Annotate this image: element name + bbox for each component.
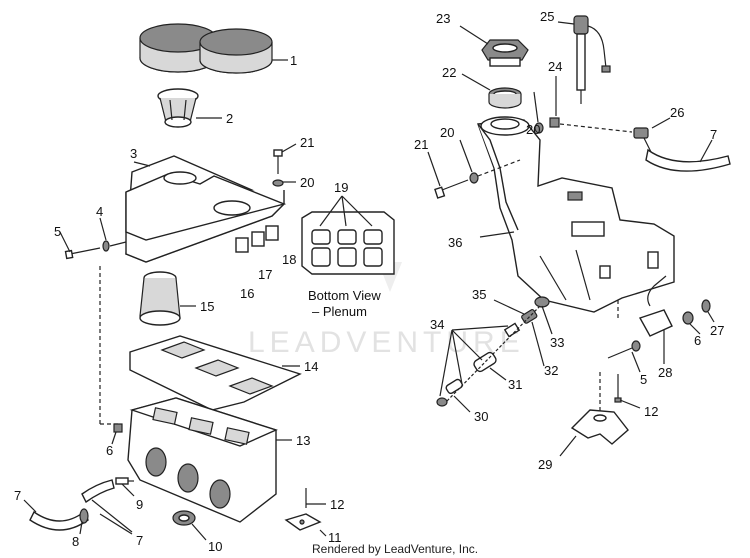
callout-2: 2 bbox=[226, 111, 233, 126]
intake-boot bbox=[157, 88, 199, 128]
callout-12-right: 12 bbox=[644, 404, 658, 419]
washer-4-left bbox=[99, 217, 110, 252]
drain-fitting bbox=[115, 477, 135, 497]
callout-32: 32 bbox=[544, 363, 558, 378]
bolt-5-right bbox=[607, 340, 641, 373]
washer-20-right bbox=[459, 139, 479, 184]
callout-7-right: 7 bbox=[710, 127, 717, 142]
washer-27 bbox=[701, 299, 715, 323]
callout-31: 31 bbox=[508, 377, 522, 392]
callout-21-right: 21 bbox=[414, 137, 428, 152]
callout-8: 8 bbox=[72, 534, 79, 549]
nut-24 bbox=[549, 76, 560, 128]
callout-6-right: 6 bbox=[694, 333, 701, 348]
fuel-outlet-fitting bbox=[534, 296, 553, 335]
fuel-cap bbox=[459, 25, 529, 67]
vent-hose bbox=[645, 139, 731, 172]
drain-hose bbox=[23, 479, 133, 535]
fuel-line-nut bbox=[503, 322, 521, 338]
callout-5-right: 5 bbox=[640, 372, 647, 387]
callout-7b: 7 bbox=[136, 533, 143, 548]
callout-4: 4 bbox=[96, 204, 103, 219]
tank-mount-bracket bbox=[559, 409, 629, 457]
callout-14: 14 bbox=[304, 359, 318, 374]
callout-20-right-top: 20 bbox=[526, 122, 540, 137]
watermark: LEADVENTURE bbox=[248, 326, 525, 359]
callout-25: 25 bbox=[540, 9, 554, 24]
callout-33: 33 bbox=[550, 335, 564, 350]
plenum-box bbox=[127, 397, 278, 523]
vent-fitting bbox=[633, 117, 671, 155]
bolt-5-left bbox=[59, 231, 101, 260]
callout-34: 34 bbox=[430, 317, 444, 332]
callout-11: 11 bbox=[328, 530, 342, 545]
clip-6-left bbox=[111, 423, 123, 445]
fuel-gauge-sender bbox=[557, 15, 611, 104]
air-filter-foam bbox=[139, 23, 273, 74]
callout-23: 23 bbox=[436, 11, 450, 26]
pump-grommet-6 bbox=[682, 311, 701, 335]
callout-20-right: 20 bbox=[440, 125, 454, 140]
tank-bolt-12 bbox=[614, 374, 641, 409]
inset-caption-line2: – Plenum bbox=[312, 304, 367, 319]
callout-15: 15 bbox=[200, 299, 214, 314]
callout-26: 26 bbox=[670, 105, 684, 120]
bolt-21-right bbox=[427, 151, 469, 199]
grommet bbox=[172, 510, 207, 541]
plenum-gasket bbox=[129, 335, 302, 411]
callout-20: 20 bbox=[300, 175, 314, 190]
washer-20-left bbox=[272, 179, 296, 187]
cap-ring bbox=[461, 73, 522, 109]
render-credit: Rendered by LeadVenture, Inc. bbox=[312, 542, 478, 556]
inset-caption-line1: Bottom View bbox=[308, 288, 381, 303]
air-box-lid bbox=[125, 155, 287, 263]
callout-22: 22 bbox=[442, 65, 456, 80]
fuel-tank bbox=[477, 116, 675, 313]
callout-6: 6 bbox=[106, 443, 113, 458]
bracket-11 bbox=[284, 488, 327, 537]
callout-3: 3 bbox=[130, 146, 137, 161]
callout-30: 30 bbox=[474, 409, 488, 424]
bolt-21-left bbox=[273, 143, 297, 174]
fuel-line-end bbox=[436, 378, 471, 413]
callout-9: 9 bbox=[136, 497, 143, 512]
carb-boot bbox=[139, 271, 181, 326]
washer-20-right-top bbox=[533, 91, 544, 134]
callout-17: 17 bbox=[258, 267, 272, 282]
bottom-view-inset bbox=[301, 195, 395, 275]
callout-35: 35 bbox=[472, 287, 486, 302]
fuel-line-coupler bbox=[493, 299, 545, 367]
callout-18: 18 bbox=[282, 252, 296, 267]
callout-5: 5 bbox=[54, 224, 61, 239]
callout-29: 29 bbox=[538, 457, 552, 472]
callout-19: 19 bbox=[334, 180, 348, 195]
callout-1: 1 bbox=[290, 53, 297, 68]
callout-16: 16 bbox=[240, 286, 254, 301]
callout-27: 27 bbox=[710, 323, 724, 338]
callout-24: 24 bbox=[548, 59, 562, 74]
fuel-pump bbox=[638, 275, 673, 364]
callout-36: 36 bbox=[448, 235, 462, 250]
callout-21: 21 bbox=[300, 135, 314, 150]
hose-clamp bbox=[79, 508, 89, 535]
callout-7a: 7 bbox=[14, 488, 21, 503]
callout-13: 13 bbox=[296, 433, 310, 448]
callout-12: 12 bbox=[330, 497, 344, 512]
callout-28: 28 bbox=[658, 365, 672, 380]
callout-10: 10 bbox=[208, 539, 222, 554]
